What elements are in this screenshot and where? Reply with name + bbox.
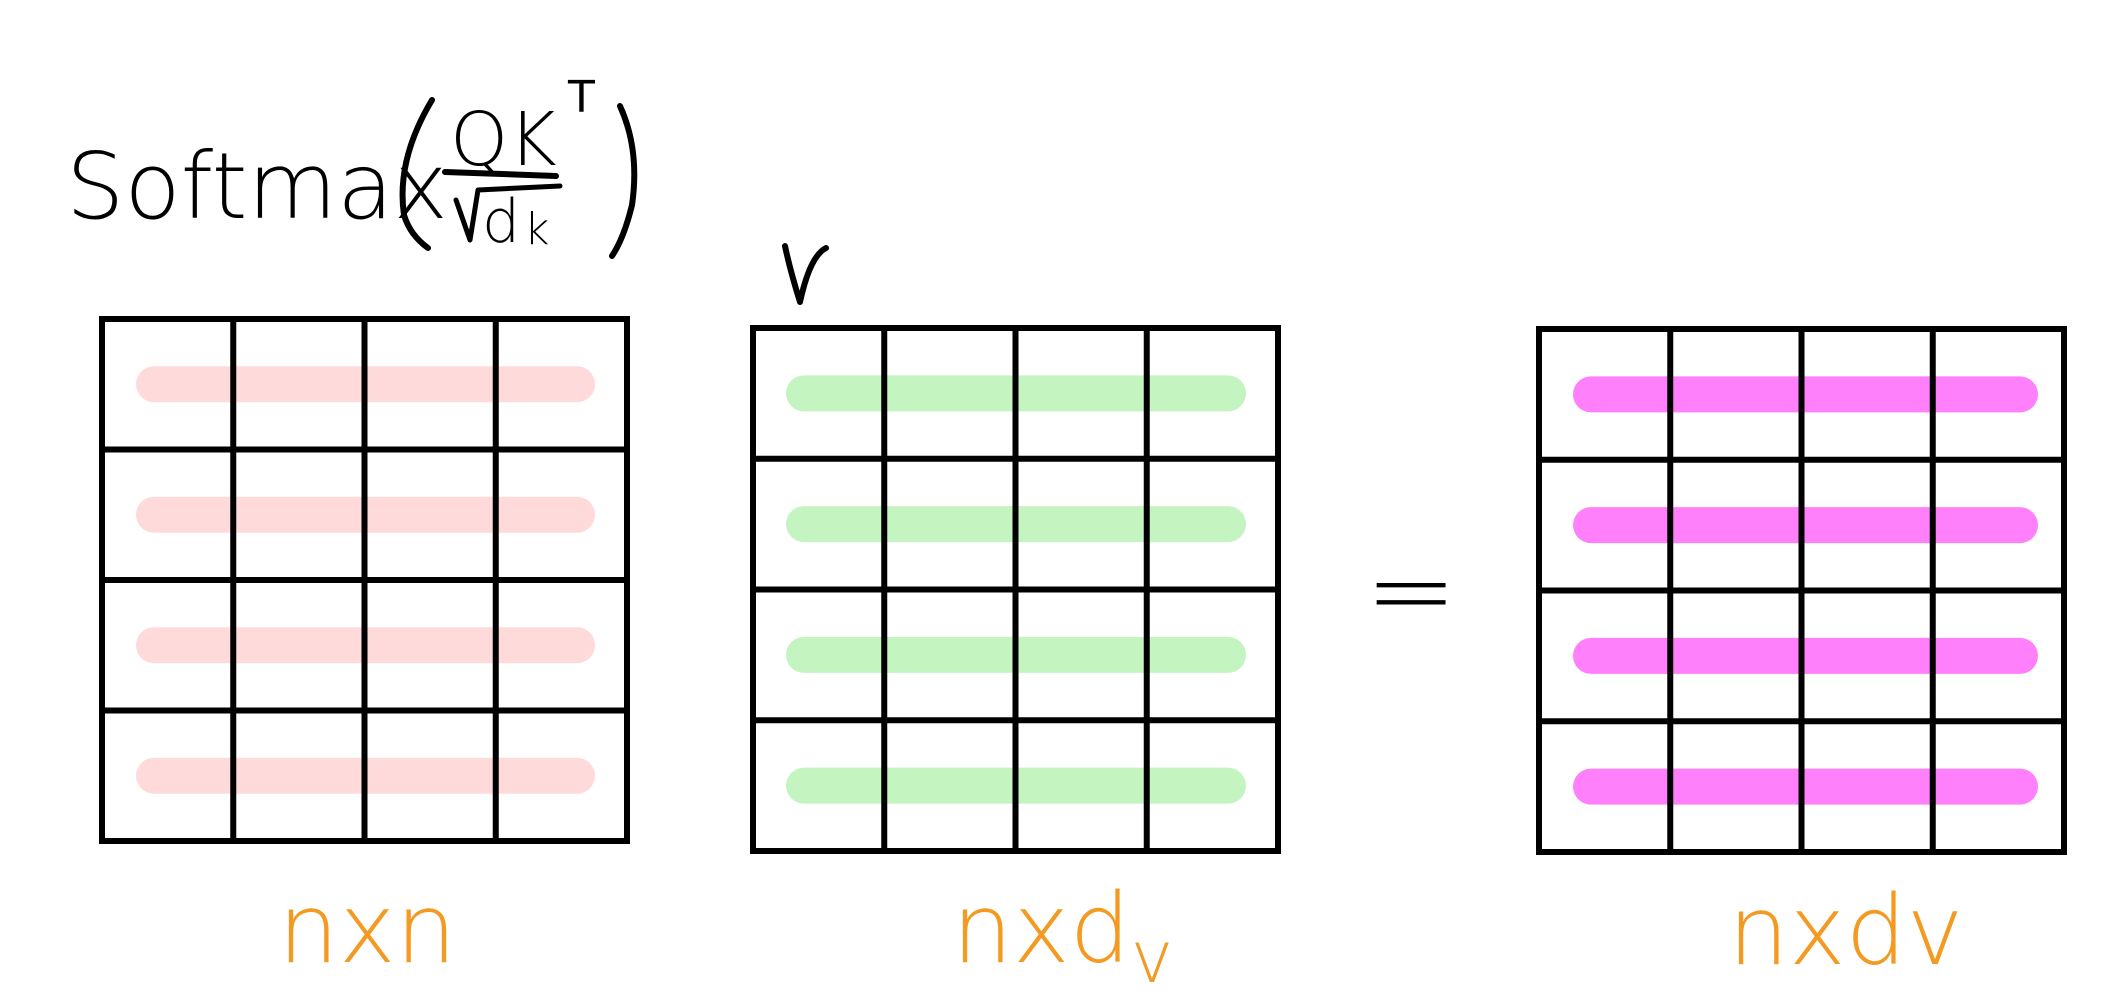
formula-close-paren — [609, 103, 638, 259]
formula-open-paren — [399, 97, 435, 251]
formula-denominator-sub: k — [524, 204, 549, 255]
dim-label-main: nxd — [952, 873, 1131, 985]
formula-fraction-bar — [442, 169, 559, 179]
sqrt-icon — [453, 183, 563, 243]
v-label-glyph — [782, 243, 829, 305]
matrix-name-label: V — [0, 0, 1, 1]
dim-label-subscript: v — [1131, 915, 1174, 999]
dim-label-nxdv-output: nxdv — [1728, 875, 1963, 987]
softmax-formula: Softmax QK T d k — [66, 72, 638, 259]
formula-numerator: QK — [450, 97, 557, 183]
attention-weights-matrix — [99, 316, 630, 844]
equals-operator: = — [1365, 526, 1457, 654]
output-matrix — [1536, 326, 2067, 855]
formula-denominator: d — [482, 187, 520, 257]
dim-label-nxn: nxn — [278, 873, 457, 985]
dim-label-nxdv-value: nxdv — [952, 873, 1173, 999]
formula-superscript: T — [567, 72, 595, 123]
value-matrix — [750, 325, 1281, 854]
formula-function: Softmax — [66, 133, 448, 240]
